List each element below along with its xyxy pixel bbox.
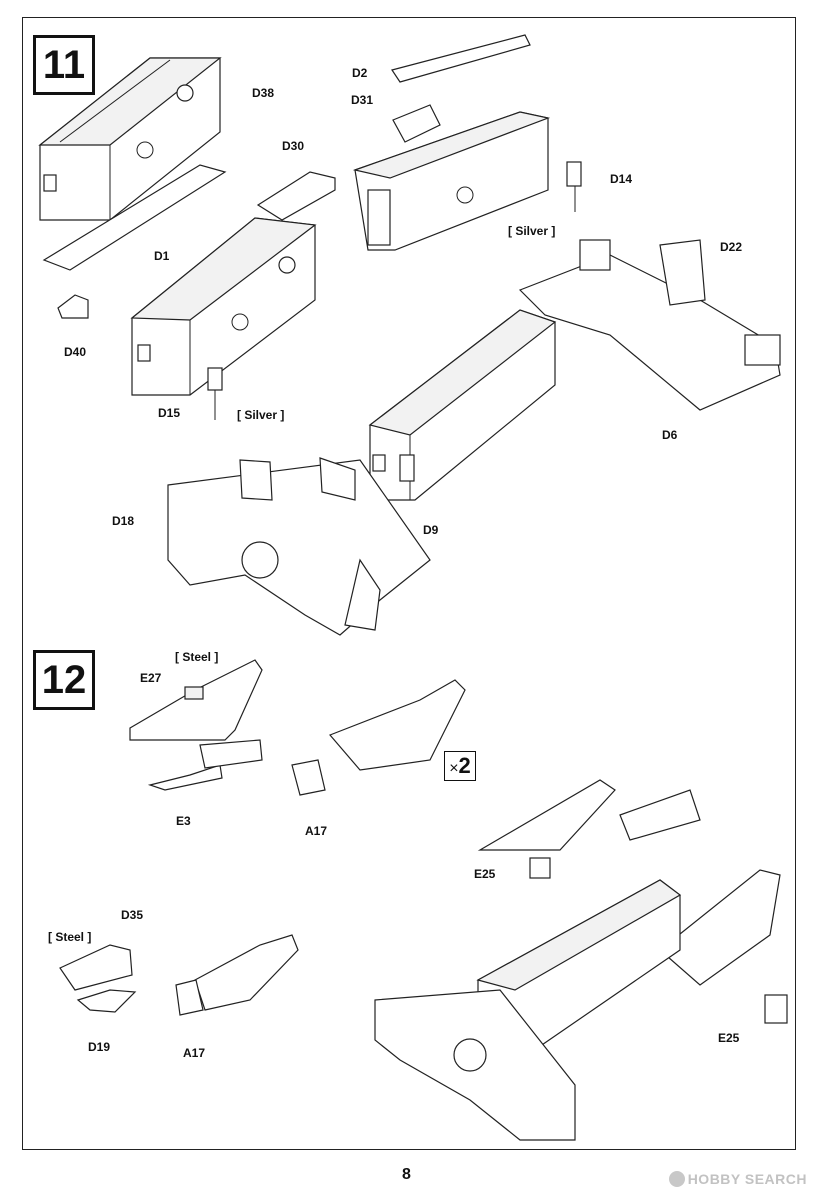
label-d19: D19: [88, 1040, 111, 1054]
label-e25-bottom: E25: [718, 1031, 740, 1045]
label-d14: D14: [610, 172, 633, 186]
multiplier-badge: ×2: [444, 751, 476, 781]
label-d31: D31: [351, 93, 374, 107]
watermark: HOBBY SEARCH: [668, 1171, 807, 1187]
multiplier-value: 2: [458, 753, 471, 778]
label-d6: D6: [662, 428, 678, 442]
label-steel-1: [ Steel ]: [175, 650, 219, 664]
sub-e27-drawing: [129, 659, 263, 791]
label-steel-2: [ Steel ]: [48, 930, 92, 944]
instruction-frame: [22, 17, 796, 1150]
label-d35: D35: [121, 908, 144, 922]
label-silver-2: [ Silver ]: [508, 224, 556, 238]
main-beam-drawing: [368, 309, 557, 501]
watermark-text: HOBBY SEARCH: [687, 1171, 807, 1187]
label-d18: D18: [112, 514, 135, 528]
step-11-number: 11: [33, 35, 95, 95]
label-e25-top: E25: [474, 867, 496, 881]
label-d2: D2: [352, 66, 368, 80]
label-d9: D9: [423, 523, 439, 537]
frame-d18-d9-drawing: [167, 457, 431, 636]
sub-d35-drawing: [59, 944, 137, 1013]
label-d30: D30: [282, 139, 305, 153]
label-d38: D38: [252, 86, 275, 100]
label-d15: D15: [158, 406, 181, 420]
label-e27: E27: [140, 671, 162, 685]
label-d22: D22: [720, 240, 743, 254]
label-a17-top: A17: [305, 824, 328, 838]
label-d40: D40: [64, 345, 87, 359]
hobby-search-logo-icon: [668, 1171, 685, 1187]
label-d1: D1: [154, 249, 170, 263]
label-a17-bottom: A17: [183, 1046, 206, 1060]
beam-d30-assembly-drawing: [130, 171, 336, 420]
label-silver-1: [ Silver ]: [237, 408, 285, 422]
beam-d1-drawing: [38, 57, 227, 271]
beam-d14-assembly-drawing: [352, 34, 582, 251]
part-d40-drawing: [57, 294, 89, 319]
frame-d6-d22-drawing: [518, 239, 781, 411]
label-e3: E3: [176, 814, 191, 828]
final-assembly-drawing: [374, 779, 788, 1141]
step-12-number: 12: [33, 650, 95, 710]
sub-a17-bottom-drawing: [175, 934, 299, 1016]
page-number: 8: [402, 1166, 411, 1183]
sub-a17-top-drawing: [291, 679, 466, 796]
